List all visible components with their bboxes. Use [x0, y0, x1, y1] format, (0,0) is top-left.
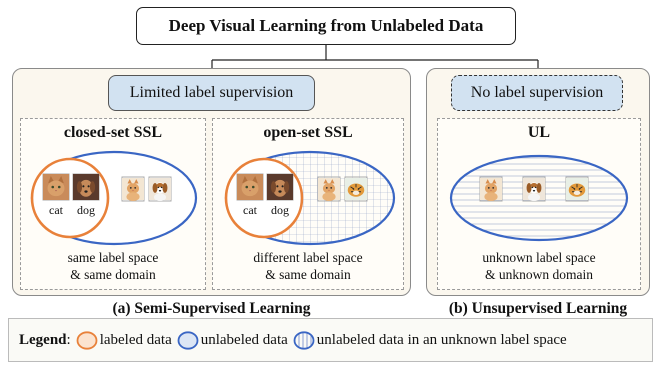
labeled-dog-label: dog	[271, 203, 289, 217]
labeled-cat-label: cat	[49, 203, 63, 217]
legend-label-unlabeled: unlabeled data	[200, 331, 288, 348]
legend-prefix: Legend	[19, 331, 67, 348]
semi-supervised-caption: (a) Semi-Supervised Learning	[112, 300, 311, 317]
ul-caption-line1: unknown label space	[482, 250, 596, 265]
cat-icon	[121, 176, 145, 202]
legend-label-labeled: labeled data	[99, 331, 172, 348]
closed-set-caption-line2: & same domain	[70, 267, 156, 282]
ul-title: UL	[527, 124, 551, 141]
cat-labeled-thumb	[42, 173, 70, 201]
legend-label-unknown: unlabeled data in an unknown label space	[316, 331, 567, 348]
ul-diagram	[449, 154, 629, 242]
dog-icon	[148, 176, 172, 202]
ul-caption-line2: & unknown domain	[485, 267, 593, 282]
unsupervised-caption: (b) Unsupervised Learning	[448, 300, 628, 317]
cat-labeled-thumb	[236, 173, 264, 201]
open-set-caption-line2: & same domain	[265, 267, 351, 282]
legend-colon: :	[66, 331, 71, 348]
open-set-ssl-title: open-set SSL	[263, 124, 353, 141]
diagram-title: Deep Visual Learning from Unlabeled Data	[136, 7, 516, 45]
tiger-icon	[344, 176, 368, 202]
limited-supervision-label: Limited label supervision	[108, 75, 315, 111]
dog-icon	[522, 176, 546, 202]
cat-icon	[317, 176, 341, 202]
blue-ring-hatched-icon	[293, 330, 315, 350]
dog-labeled-thumb	[266, 173, 294, 201]
tiger-icon	[565, 176, 589, 202]
legend-item-unlabeled: unlabeled data	[172, 330, 288, 350]
open-set-diagram	[224, 150, 396, 246]
legend: Legend: labeled data unlabeled data unla…	[8, 318, 653, 362]
labeled-cat-label: cat	[243, 203, 257, 217]
legend-item-labeled: labeled data	[71, 330, 172, 350]
open-set-caption-line1: different label space	[253, 250, 363, 265]
closed-set-caption-line1: same label space	[67, 250, 159, 265]
orange-ring-icon	[76, 330, 98, 350]
no-supervision-label: No label supervision	[451, 75, 623, 111]
blue-ring-icon	[177, 330, 199, 350]
cat-icon	[479, 176, 503, 202]
legend-item-unknown: unlabeled data in an unknown label space	[288, 330, 567, 350]
closed-set-ssl-title: closed-set SSL	[63, 124, 163, 141]
dog-labeled-thumb	[72, 173, 100, 201]
closed-set-diagram	[30, 150, 198, 246]
labeled-dog-label: dog	[77, 203, 95, 217]
